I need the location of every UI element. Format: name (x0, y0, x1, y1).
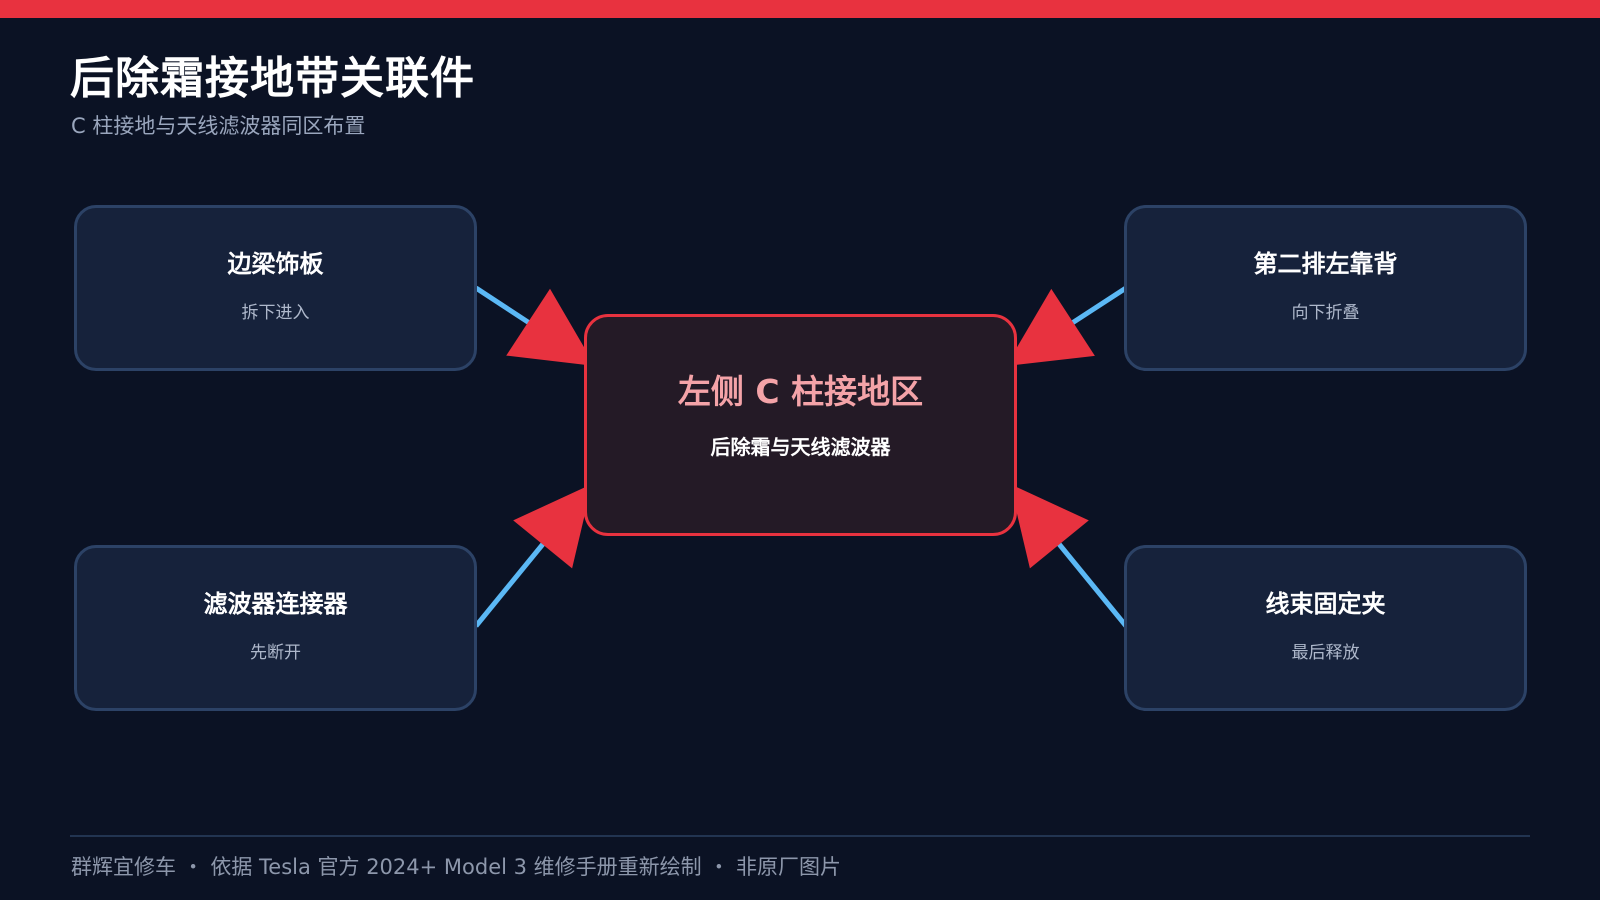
center-node-subtitle: 后除霜与天线滤波器 (710, 435, 891, 459)
node-side-rail-trim: 边梁饰板 拆下进入 (74, 205, 477, 371)
node-second-row-left-seatback: 第二排左靠背 向下折叠 (1124, 205, 1527, 371)
center-node-title: 左侧 C 柱接地区 (677, 372, 924, 411)
connector-bottom-right-arrowhead (1010, 484, 1089, 569)
node-title: 第二排左靠背 (1253, 250, 1398, 278)
node-harness-clip: 线束固定夹 最后释放 (1124, 545, 1527, 711)
connector-bottom-left-line (474, 538, 549, 628)
node-subtitle: 先断开 (250, 643, 301, 663)
connector-top-left-line (474, 285, 535, 328)
node-subtitle: 拆下进入 (241, 303, 310, 323)
page-title: 后除霜接地带关联件 (70, 53, 475, 104)
connector-top-right-arrowhead (1006, 288, 1095, 366)
page-subtitle: C 柱接地与天线滤波器同区布置 (71, 114, 366, 138)
footer-divider (70, 835, 1530, 837)
connector-top-left-arrowhead (506, 288, 595, 366)
connector-bottom-left-arrowhead (513, 484, 592, 569)
node-filter-connector: 滤波器连接器 先断开 (74, 545, 477, 711)
node-title: 边梁饰板 (227, 250, 324, 278)
connector-top-right-line (1066, 285, 1128, 328)
connector-bottom-right-line (1053, 538, 1128, 628)
footer-credit: 群辉宜修车 ・ 依据 Tesla 官方 2024+ Model 3 维修手册重新… (71, 855, 842, 879)
node-title: 线束固定夹 (1265, 590, 1386, 618)
center-node-c-pillar-ground: 左侧 C 柱接地区 后除霜与天线滤波器 (584, 314, 1017, 536)
node-subtitle: 向下折叠 (1291, 303, 1360, 323)
node-title: 滤波器连接器 (203, 590, 348, 618)
top-accent-bar (0, 0, 1600, 18)
node-subtitle: 最后释放 (1291, 643, 1360, 663)
